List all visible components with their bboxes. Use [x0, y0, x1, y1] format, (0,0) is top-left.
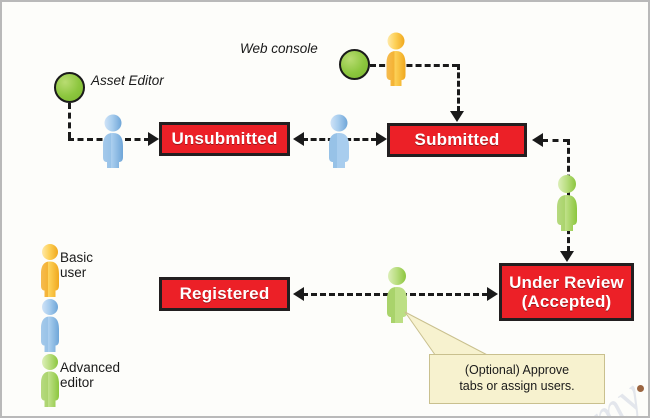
person-advanced-editor-icon-2	[322, 112, 356, 168]
connector-submitted-right	[542, 139, 569, 142]
person-registrar-icon-2	[380, 264, 414, 324]
state-label-unsubmitted: Unsubmitted	[171, 129, 278, 149]
state-box-unsubmitted[interactable]: Unsubmitted	[159, 122, 290, 156]
arrowhead-into-submitted-left	[376, 132, 387, 146]
arrowhead-into-submitted-right	[532, 133, 543, 147]
start-node-asset-editor[interactable]	[54, 72, 85, 103]
legend-basic-user-icon	[36, 242, 64, 300]
callout-text: (Optional) Approve tabs or assign users.	[459, 363, 574, 394]
state-box-registered[interactable]: Registered	[159, 277, 290, 311]
arrowhead-into-unsubmitted	[148, 132, 159, 146]
watermark-dot	[637, 385, 644, 392]
person-registrar-icon	[550, 172, 584, 232]
state-label-submitted: Submitted	[414, 130, 500, 150]
callout-line2: tabs or assign users.	[459, 379, 575, 393]
start-node-web-console[interactable]	[339, 49, 370, 80]
state-box-under-review[interactable]: Under Review (Accepted)	[499, 263, 634, 321]
state-label-under-review-line1: Under Review	[509, 272, 624, 292]
arrowhead-into-under-review-left	[487, 287, 498, 301]
legend-registrar-icon	[36, 352, 64, 410]
state-label-under-review: Under Review (Accepted)	[503, 273, 630, 311]
label-asset-editor: Asset Editor	[91, 73, 164, 88]
label-web-console: Web console	[240, 41, 318, 56]
person-advanced-editor-icon	[96, 112, 130, 168]
connector-web-console-horizontal	[370, 64, 458, 67]
state-box-submitted[interactable]: Submitted	[387, 123, 527, 157]
state-label-under-review-line2: (Accepted)	[521, 292, 612, 311]
callout-box: (Optional) Approve tabs or assign users.	[429, 354, 605, 404]
connector-web-console-vertical	[457, 64, 460, 112]
connector-asset-editor-vertical	[68, 103, 71, 138]
arrowhead-into-registered	[293, 287, 304, 301]
arrowhead-into-under-review-top	[560, 251, 574, 262]
legend-label-advanced-editor: Advanced editor	[60, 360, 121, 391]
person-basic-user-icon	[380, 30, 412, 86]
callout-line1: (Optional) Approve	[464, 363, 570, 378]
legend-label-basic-user: Basic user	[60, 250, 94, 281]
legend-advanced-editor-icon	[36, 297, 64, 355]
state-label-registered: Registered	[179, 284, 270, 304]
arrowhead-into-unsubmitted-right	[293, 132, 304, 146]
arrowhead-into-submitted-top	[450, 111, 464, 122]
